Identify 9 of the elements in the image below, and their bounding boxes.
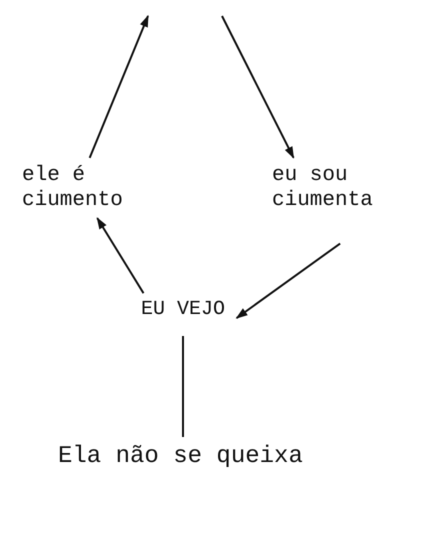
connector-line (182, 336, 184, 437)
node-text: eu sou ciumenta (272, 163, 377, 214)
arrow (96, 217, 144, 294)
arrow (236, 242, 341, 319)
node-text: ele é ciumento (22, 163, 127, 214)
node-text: Ela não se queixa (58, 443, 319, 472)
arrow (221, 16, 294, 159)
node-text: EU VEJO (141, 298, 232, 322)
arrow (88, 14, 149, 158)
